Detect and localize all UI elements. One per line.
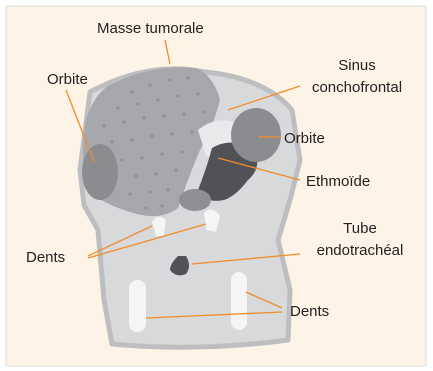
label-dents-upper: Dents xyxy=(26,249,65,266)
label-dents-lower: Dents xyxy=(290,303,329,320)
label-masse-tumorale: Masse tumorale xyxy=(97,20,204,37)
orbit-right xyxy=(231,108,281,162)
lower-tooth-right xyxy=(231,272,247,330)
label-sinus-line2: conchofrontal xyxy=(312,79,402,96)
lower-tooth-left xyxy=(129,280,146,332)
label-orbite-left: Orbite xyxy=(47,71,88,88)
label-ethmoide: Ethmoïde xyxy=(306,173,370,190)
label-tube-line1: Tube xyxy=(343,220,377,237)
label-sinus-line1: Sinus xyxy=(338,57,376,74)
label-orbite-right: Orbite xyxy=(284,130,325,147)
label-tube-line2: endotrachéal xyxy=(317,242,404,259)
orbit-left xyxy=(82,144,118,200)
maxilla-lump xyxy=(179,189,211,211)
